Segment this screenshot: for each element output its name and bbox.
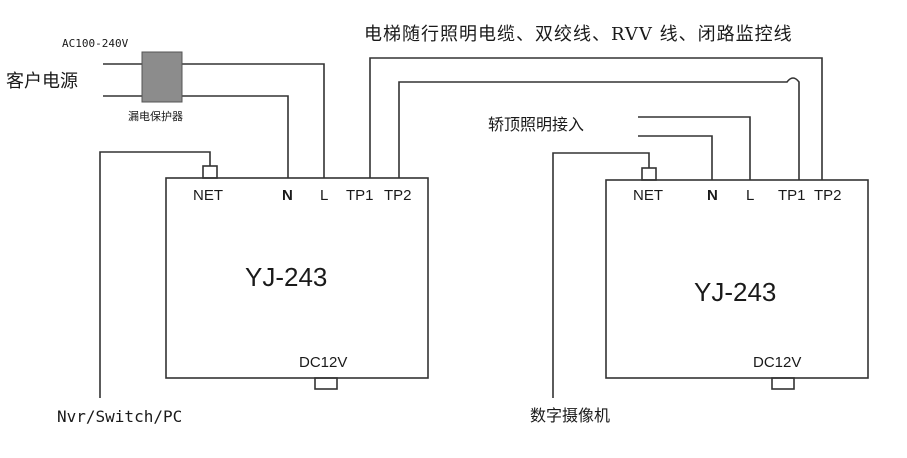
left-n-port: N	[282, 187, 293, 204]
right-dc-connector	[771, 377, 795, 390]
left-tp2-port: TP2	[384, 187, 412, 204]
tp2-cable	[398, 77, 800, 180]
right-net-connector	[641, 167, 657, 181]
left-net-port: NET	[193, 187, 223, 204]
wire-to-l	[182, 63, 325, 178]
lighting-input-label: 轿顶照明接入	[488, 117, 585, 134]
right-device-box	[605, 179, 869, 379]
left-net-connector	[202, 165, 218, 179]
left-l-port: L	[320, 187, 329, 204]
right-n-port: N	[707, 187, 718, 204]
power-source-label: 客户电源	[6, 71, 78, 91]
lighting-line-2	[638, 135, 713, 180]
left-dc-port: DC12V	[299, 354, 348, 371]
right-l-port: L	[746, 187, 755, 204]
right-net-cable	[552, 152, 650, 398]
right-tp2-port: TP2	[814, 187, 842, 204]
left-dc-connector	[314, 377, 338, 390]
right-tp1-port: TP1	[778, 187, 806, 204]
lighting-line-1	[638, 116, 751, 180]
voltage-label: AC100-240V	[62, 37, 129, 50]
left-device-box	[165, 177, 429, 379]
left-net-connection-label: Nvr/Switch/PC	[57, 407, 183, 426]
left-tp1-port: TP1	[346, 187, 374, 204]
breaker-box	[141, 51, 183, 103]
breaker-label: 漏电保护器	[128, 111, 183, 123]
left-net-cable	[99, 151, 211, 398]
right-net-connection-label: 数字摄像机	[530, 408, 611, 425]
left-device-model: YJ-243	[245, 262, 328, 292]
right-device-model: YJ-243	[694, 277, 777, 307]
tp1-cable	[369, 57, 823, 180]
cable-title: 电梯随行照明电缆、双绞线、RVV 线、闭路监控线	[364, 24, 793, 45]
right-net-port: NET	[633, 187, 663, 204]
wire-to-n	[182, 95, 289, 178]
right-dc-port: DC12V	[753, 354, 802, 371]
